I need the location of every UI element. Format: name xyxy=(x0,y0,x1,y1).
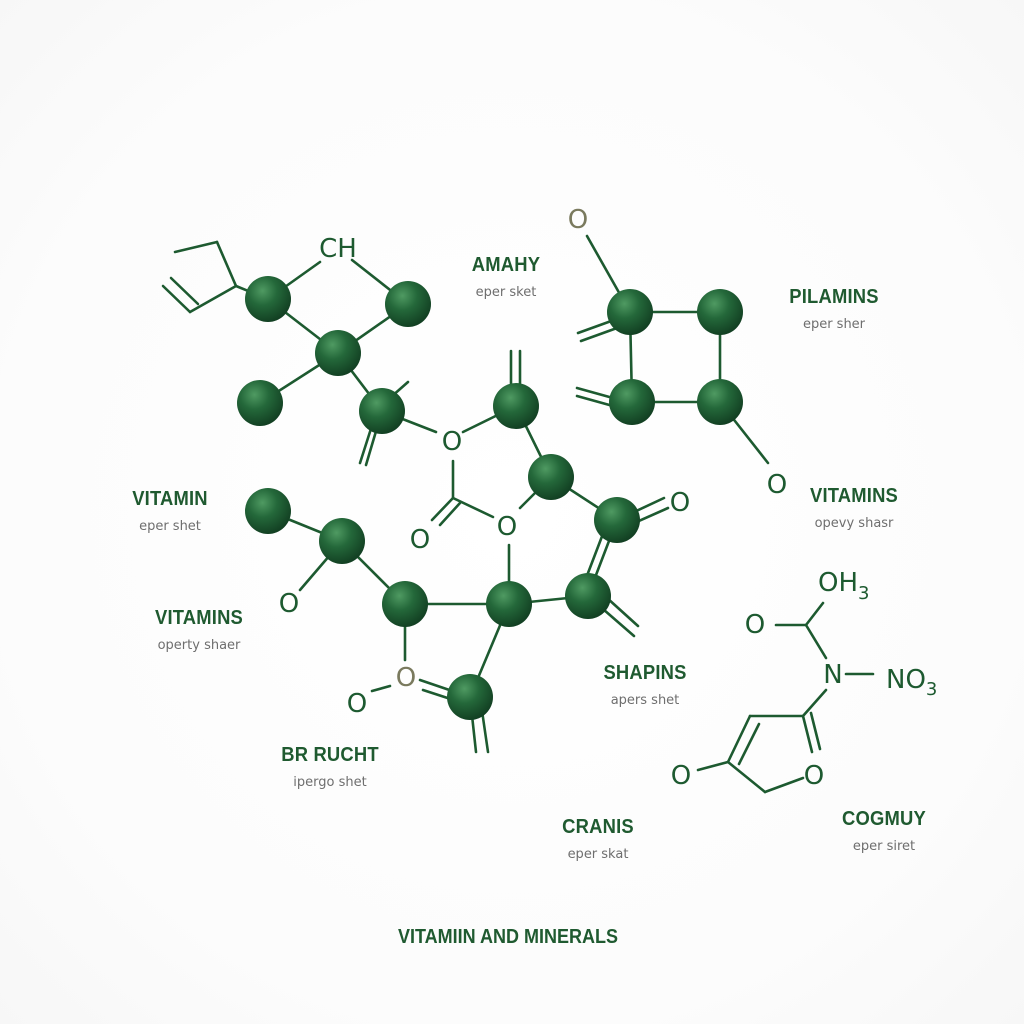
label-title: CRANIS xyxy=(562,816,634,838)
label-subtitle: apers shet xyxy=(610,693,680,708)
atom-sphere xyxy=(237,380,283,426)
label-title: AMAHY xyxy=(471,254,541,276)
atom-sphere xyxy=(528,454,574,500)
label-title: VITAMINS xyxy=(154,607,244,629)
label-amahy: AMAHY eper sket xyxy=(469,254,543,300)
atom-symbol-o: O xyxy=(497,512,517,542)
atom-symbol-o: O xyxy=(442,427,462,457)
label-subtitle: eper sket xyxy=(475,285,537,300)
label-subtitle: operty shaer xyxy=(157,638,241,653)
atom-symbol-oh3: OH3 xyxy=(818,568,869,604)
label-pilamins: PILAMINS eper sher xyxy=(785,286,882,332)
label-cranis: CRANIS eper skat xyxy=(559,816,637,862)
atom-sphere xyxy=(486,581,532,627)
atom-sphere xyxy=(607,289,653,335)
atom-sphere xyxy=(245,276,291,322)
label-title: VITAMIN xyxy=(132,488,208,510)
label-subtitle: eper sher xyxy=(802,317,866,332)
atoms xyxy=(237,276,743,720)
label-subtitle: ipergo shet xyxy=(293,775,367,790)
atom-sphere xyxy=(594,497,640,543)
label-br-rucht: BR RUCHT ipergo shet xyxy=(277,744,383,790)
atom-symbol-n: N xyxy=(823,660,842,690)
atom-symbol-o: O xyxy=(670,488,690,518)
atom-sphere xyxy=(447,674,493,720)
atom-symbol-o: O xyxy=(410,525,430,555)
atom-sphere xyxy=(382,581,428,627)
atom-sphere xyxy=(493,383,539,429)
bonds-right-fragment xyxy=(696,601,875,794)
label-vitamins-left: VITAMINS operty shaer xyxy=(151,607,247,653)
diagram-caption: VITAMIIN AND MINERALS xyxy=(398,926,618,948)
label-title: COGMUY xyxy=(842,808,926,830)
label-title: VITAMINS xyxy=(809,485,899,507)
atom-sphere xyxy=(697,289,743,335)
atom-sphere xyxy=(385,281,431,327)
atom-symbol-o: O xyxy=(671,761,691,791)
label-title: BR RUCHT xyxy=(281,744,379,766)
atom-symbols: CH O O O O O O O O O OH3 O N NO3 O O xyxy=(279,205,938,791)
atom-symbol-o: O xyxy=(396,663,416,693)
atom-symbol-o: O xyxy=(568,205,588,235)
bonds-top-left xyxy=(161,240,438,467)
atom-sphere xyxy=(245,488,291,534)
label-vitamin: VITAMIN eper shet xyxy=(129,488,211,534)
atom-symbol-o: O xyxy=(347,689,367,719)
atom-sphere xyxy=(565,573,611,619)
label-cogmuy: COGMUY eper siret xyxy=(838,808,929,854)
atom-symbol-o: O xyxy=(745,610,765,640)
atom-symbol-o: O xyxy=(279,589,299,619)
atom-symbol-o: O xyxy=(767,470,787,500)
label-shapins: SHAPINS apers shet xyxy=(600,662,690,708)
atom-symbol-o: O xyxy=(804,761,824,791)
label-subtitle: opevy shasr xyxy=(814,516,894,531)
label-title: PILAMINS xyxy=(789,286,879,308)
label-subtitle: eper siret xyxy=(852,839,916,854)
atom-sphere xyxy=(319,518,365,564)
label-subtitle: eper skat xyxy=(567,847,629,862)
atom-sphere xyxy=(359,388,405,434)
label-subtitle: eper shet xyxy=(139,519,201,534)
atom-sphere xyxy=(315,330,361,376)
atom-symbol-no3: NO3 xyxy=(886,665,937,700)
bonds-ring-square xyxy=(575,234,770,465)
atom-sphere xyxy=(609,379,655,425)
atom-symbol-ch: CH xyxy=(319,234,357,264)
atom-sphere xyxy=(697,379,743,425)
label-title: SHAPINS xyxy=(603,662,687,684)
label-vitamins-right: VITAMINS opevy shasr xyxy=(806,485,902,531)
